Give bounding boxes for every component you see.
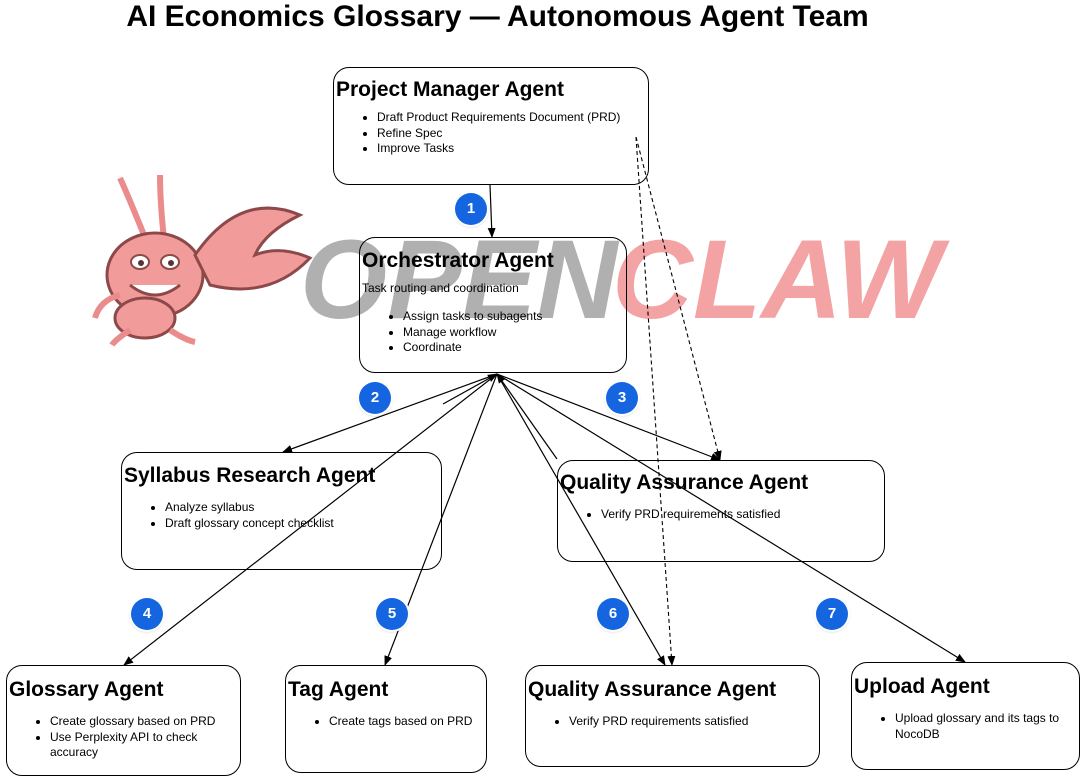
node-title: Tag Agent	[288, 678, 389, 701]
edge-pm-to-orchestrator	[487, 184, 496, 238]
list-item: Draft glossary concept checklist	[165, 516, 441, 532]
step-badge-3: 3	[606, 382, 638, 414]
list-item: Upload glossary and its tags to NocoDB	[895, 711, 1079, 742]
node-title: Upload Agent	[854, 675, 990, 698]
project-manager-agent-node: Project Manager Agent Draft Product Requ…	[333, 67, 649, 185]
list-item: Create tags based on PRD	[329, 714, 486, 730]
list-item: Verify PRD requirements satisfied	[569, 714, 819, 730]
list-item: Manage workflow	[403, 325, 626, 341]
list-item: Use Perplexity API to check accuracy	[50, 730, 240, 761]
step-badge-5: 5	[376, 598, 408, 630]
node-title: Quality Assurance Agent	[560, 471, 809, 494]
syllabus-research-agent-node: Syllabus Research Agent Analyze syllabus…	[121, 452, 442, 570]
node-title: Orchestrator Agent	[362, 249, 554, 272]
quality-assurance-agent-node-2: Quality Assurance Agent Verify PRD requi…	[525, 665, 820, 767]
list-item: Verify PRD requirements satisfied	[601, 507, 884, 523]
step-badge-7: 7	[816, 598, 848, 630]
list-item: Draft Product Requirements Document (PRD…	[377, 110, 648, 126]
step-badge-1: 1	[455, 193, 487, 225]
step-badge-4: 4	[131, 598, 163, 630]
node-title: Glossary Agent	[9, 678, 164, 701]
edge-orchestrator-to-syllabus	[282, 373, 498, 453]
edge-syllabus-to-orchestrator	[442, 373, 498, 405]
edge-orchestrator-to-qa1	[496, 373, 721, 461]
edge-qa1-to-orchestrator	[496, 373, 558, 460]
step-badge-6: 6	[597, 598, 629, 630]
edge-orchestrator-to-glossary	[123, 373, 498, 666]
edge-pm-to-qa2-dashed	[635, 136, 676, 666]
node-subtitle: Task routing and coordination	[362, 281, 519, 295]
node-title: Project Manager Agent	[336, 78, 564, 101]
lobster-logo	[92, 174, 313, 347]
page-title: AI Economics Glossary — Autonomous Agent…	[126, 0, 869, 33]
list-item: Refine Spec	[377, 126, 648, 142]
edge-orchestrator-to-qa2	[496, 373, 666, 666]
step-badge-2: 2	[359, 382, 391, 414]
edge-pm-to-qa1-dashed	[635, 136, 722, 461]
list-item: Coordinate	[403, 340, 626, 356]
list-item: Assign tasks to subagents	[403, 309, 626, 325]
watermark-claw-text: CLAW	[612, 217, 950, 342]
edge-orchestrator-to-upload	[496, 373, 966, 663]
node-title: Quality Assurance Agent	[528, 678, 777, 701]
list-item: Create glossary based on PRD	[50, 714, 240, 730]
list-item: Analyze syllabus	[165, 500, 441, 516]
orchestrator-agent-node: Orchestrator Agent Task routing and coor…	[359, 237, 627, 373]
node-title: Syllabus Research Agent	[124, 464, 376, 487]
list-item: Improve Tasks	[377, 141, 648, 157]
upload-agent-node: Upload Agent Upload glossary and its tag…	[851, 662, 1080, 770]
